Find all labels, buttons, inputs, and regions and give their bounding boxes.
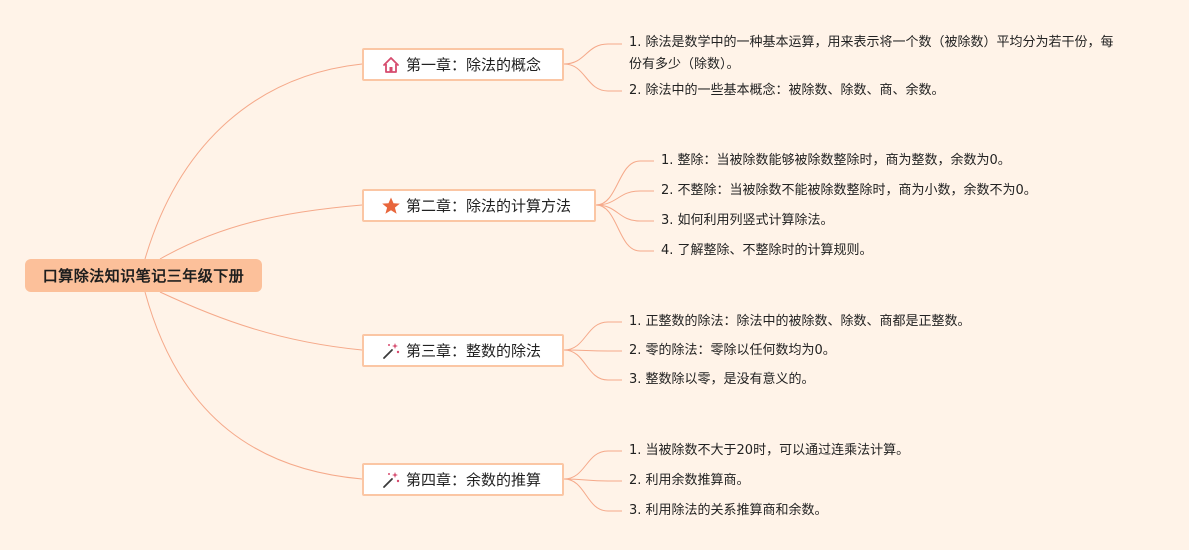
list-item: 3. 整数除以零，是没有意义的。 <box>629 372 815 387</box>
list-item: 1. 整除：当被除数能够被除数整除时，商为整数，余数为0。 <box>661 153 1011 168</box>
magic-wand-icon <box>380 340 402 362</box>
list-item: 1. 当被除数不大于20时，可以通过连乘法计算。 <box>629 443 910 458</box>
list-item: 4. 了解整除、不整除时的计算规则。 <box>661 243 873 258</box>
magic-wand-icon <box>380 469 402 491</box>
connector-ch1-item2 <box>563 63 622 92</box>
home-icon <box>380 54 402 76</box>
root-node[interactable]: 口算除法知识笔记三年级下册 <box>25 259 262 292</box>
chapter-title-4: 第四章：余数的推算 <box>406 471 542 489</box>
chapter-node-3[interactable]: 第三章：整数的除法 <box>362 334 564 367</box>
connector-root-ch2 <box>159 204 363 260</box>
chapter-node-4[interactable]: 第四章：余数的推算 <box>362 463 564 496</box>
list-item: 2. 零的除法：零除以任何数均为0。 <box>629 343 836 358</box>
list-item: 3. 如何利用列竖式计算除法。 <box>661 213 834 228</box>
chapter-title-1: 第一章：除法的概念 <box>406 56 542 74</box>
connector-ch3-item2 <box>563 349 622 352</box>
connector-ch2-item4 <box>595 204 654 252</box>
connector-ch2-item1 <box>595 160 654 206</box>
connector-ch2-item3 <box>595 204 654 222</box>
chapter-node-2[interactable]: 第二章：除法的计算方法 <box>362 189 596 222</box>
connector-ch2-item2 <box>595 190 654 206</box>
chapter-title-3: 第三章：整数的除法 <box>406 342 542 360</box>
list-item: 3. 利用除法的关系推算商和余数。 <box>629 503 828 518</box>
connector-root-ch1 <box>144 63 363 260</box>
chapter-title-2: 第二章：除法的计算方法 <box>406 197 572 215</box>
connector-root-ch4 <box>144 291 363 480</box>
star-icon <box>380 195 402 217</box>
connector-ch3-item1 <box>563 321 622 351</box>
list-item: 1. 正整数的除法：除法中的被除数、除数、商都是正整数。 <box>629 314 971 329</box>
connector-ch4-item2 <box>563 478 622 482</box>
connector-ch1-item1 <box>563 43 622 65</box>
connector-ch4-item1 <box>563 450 622 480</box>
connector-root-ch3 <box>159 291 363 351</box>
connector-ch3-item3 <box>563 349 622 381</box>
list-item: 2. 除法中的一些基本概念：被除数、除数、商、余数。 <box>629 83 945 98</box>
list-item: 1. 除法是数学中的一种基本运算，用来表示将一个数（被除数）平均分为若干份，每份… <box>629 35 1114 72</box>
connector-ch4-item3 <box>563 478 622 512</box>
list-item: 2. 利用余数推算商。 <box>629 473 750 488</box>
chapter-node-1[interactable]: 第一章：除法的概念 <box>362 48 564 81</box>
list-item: 2. 不整除：当被除数不能被除数整除时，商为小数，余数不为0。 <box>661 183 1037 198</box>
root-title: 口算除法知识笔记三年级下册 <box>42 267 245 285</box>
